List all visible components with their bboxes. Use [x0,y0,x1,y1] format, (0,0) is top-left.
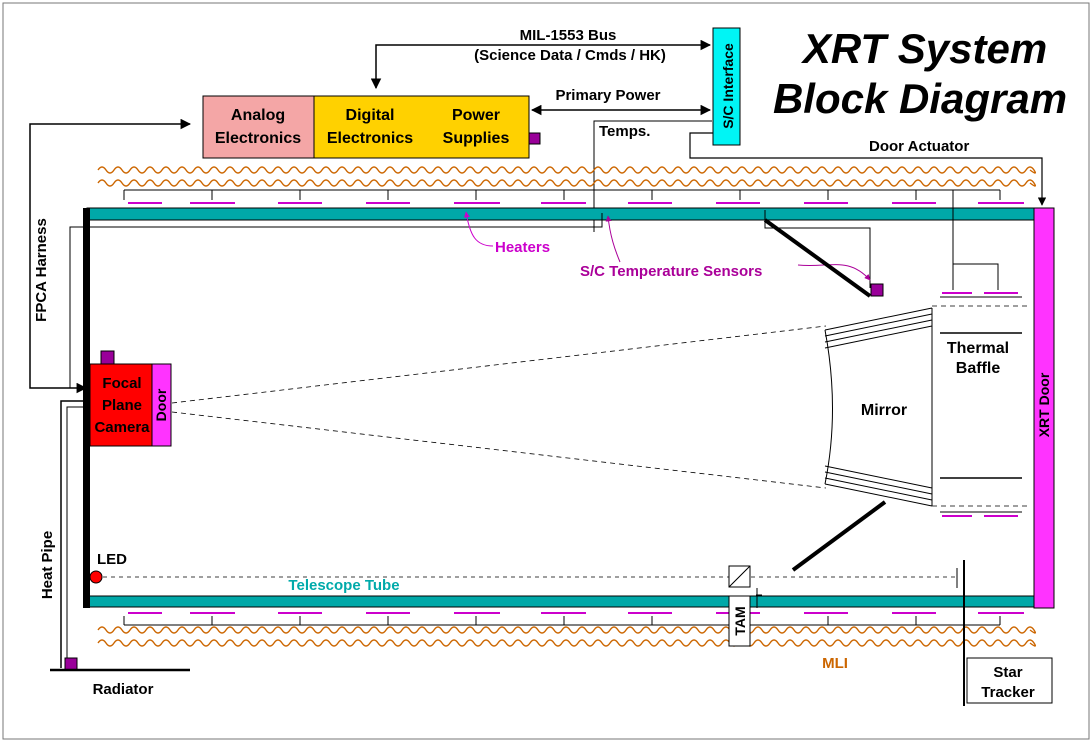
primary-power-label: Primary Power [555,87,660,104]
star-tracker-box [966,657,1053,704]
led [89,570,103,584]
heaters-top [123,189,1024,204]
power-line-1: Power [452,107,500,124]
digital-power-box [313,95,530,159]
analog-electronics-box [202,95,315,159]
bus-label: MIL-1553 Bus [520,27,617,44]
tube-rear-wall [83,208,90,608]
mirror-sensor-wire [764,210,871,288]
power-sensor [528,132,541,145]
heat-pipe-line-2 [66,406,86,660]
heaters-bottom [123,612,1024,626]
temp-sensor-pointer-2 [797,264,871,281]
tam-box [728,595,751,647]
title-line-1: XRT System [801,25,1047,72]
camera-door [151,363,172,447]
star-tracker-line-2: Tracker [981,684,1035,701]
optical-ray-top [171,325,827,404]
digital-line-2: Electronics [327,130,413,147]
bus-arrow [370,39,712,90]
mirror-support-top [763,218,872,298]
mirror-support-bottom [791,500,887,572]
radiator-sensor [64,657,78,671]
tam-prism-diagonal-2 [731,568,748,585]
tube-top-wall [86,207,1035,221]
temp-sensor-pointer-1 [605,215,621,263]
power-line-2: Supplies [443,130,510,147]
heat-pipe-label: Heat Pipe [39,531,56,599]
mli-label: MLI [822,655,848,672]
focal-plane-camera [89,363,153,447]
temps-line [593,120,712,232]
digital-line-1: Digital [346,107,395,124]
temp-sensors-label: S/C Temperature Sensors [580,263,762,280]
sensor-wire [69,213,603,388]
baffle-heaters [942,292,1018,517]
door-actuator-label: Door Actuator [869,138,969,155]
radiator-label: Radiator [93,681,154,698]
xrt-door [1033,207,1055,609]
heat-pipe-line-1 [60,400,86,668]
baffle-wire-right [953,263,999,290]
fpca-harness-label: FPCA Harness [33,218,50,322]
camera-line-3: Camera [94,419,150,436]
analog-line-1: Analog [231,107,285,124]
analog-line-2: Electronics [215,130,301,147]
thermal-baffle-line-2: Baffle [956,360,1001,377]
optical-ray-bottom [171,411,827,489]
tam-label: TAM [732,606,748,635]
mli-wave-top-2 [97,179,1037,187]
led-label: LED [97,551,127,568]
mirror-temp-sensor [870,283,884,297]
thermal-baffle-line-1: Thermal [947,340,1009,357]
camera-line-2: Plane [102,397,142,414]
bus-sublabel: (Science Data / Cmds / HK) [474,47,666,64]
title-line-2: Block Diagram [773,75,1067,122]
heaters-pointer [463,211,494,247]
temps-label: Temps. [599,123,650,140]
door-actuator-arrow [689,132,1047,206]
telescope-tube-label: Telescope Tube [288,577,399,594]
camera-line-1: Focal [102,375,141,392]
mli-bottom [97,626,1037,647]
mirror-label: Mirror [861,402,907,419]
camera-door-label: Door [153,388,169,421]
mli-wave-bottom-1 [97,626,1037,634]
tube-bottom-wall [86,595,1035,608]
heaters-label: Heaters [495,239,550,256]
camera-temp-sensor [100,350,115,365]
sc-interface-label: S/C Interface [720,43,736,129]
xrt-door-label: XRT Door [1036,372,1052,437]
sc-interface-box [712,27,741,146]
star-tracker-line-1: Star [993,664,1022,681]
mirror-shells [824,307,933,507]
mli-top [97,166,1037,187]
fpca-harness-arrow [29,118,192,394]
mli-wave-top-1 [97,166,1037,174]
mli-wave-bottom-2 [97,639,1037,647]
